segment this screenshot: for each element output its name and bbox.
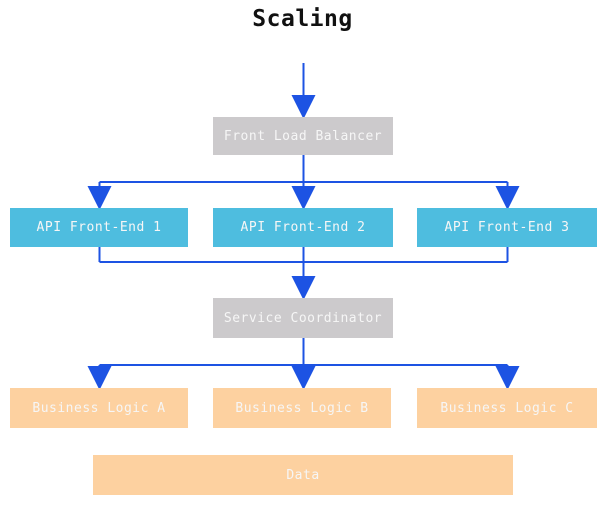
node-front-load-balancer: Front Load Balancer: [213, 117, 393, 155]
edge-api-merge-skeleton: [98, 247, 509, 263]
diagram-title: Scaling: [252, 6, 353, 32]
node-service-coordinator: Service Coordinator: [213, 298, 393, 338]
node-business-logic-b: Business Logic B: [213, 388, 391, 428]
node-api-front-end-3: API Front-End 3: [417, 208, 597, 247]
edge-load-balancer-branch-skeleton: [99, 155, 508, 183]
node-business-logic-c: Business Logic C: [417, 388, 597, 428]
node-data: Data: [93, 455, 513, 495]
node-api-front-end-2: API Front-End 2: [213, 208, 393, 247]
node-api-front-end-1: API Front-End 1: [10, 208, 188, 247]
node-business-logic-a: Business Logic A: [10, 388, 188, 428]
edge-coordinator-branch-skeleton: [99, 338, 508, 366]
